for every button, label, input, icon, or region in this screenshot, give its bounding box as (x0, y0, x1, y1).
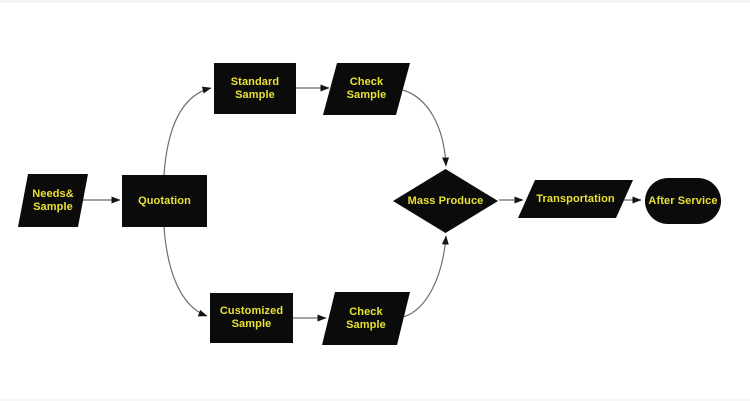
edge-quotation-to-standard (163, 86, 212, 176)
node-standard-sample: Standard Sample (214, 63, 296, 114)
node-label-line: Sample (235, 88, 275, 101)
node-after-service: After Service (645, 178, 721, 224)
edge-quotation-to-customized (163, 226, 208, 317)
edge-check-top-to-mass-produce (402, 89, 450, 167)
edge-check-bottom-to-mass-produce (402, 235, 449, 318)
node-label-line: Check (349, 305, 383, 318)
node-quotation: Quotation (122, 175, 207, 227)
node-label-line: Needs& (32, 187, 74, 200)
node-label: Check Sample (347, 76, 387, 102)
node-label: After Service (648, 194, 718, 207)
node-label: Check Sample (346, 306, 386, 332)
node-needs-sample: Needs& Sample (18, 174, 88, 227)
node-label-line: Sample (231, 318, 272, 330)
node-transportation: Transportation (518, 180, 633, 218)
node-label: Customized Sample (220, 305, 283, 331)
node-label-line: Customized (219, 305, 284, 317)
node-label: Mass Produce (407, 194, 484, 207)
node-label-line: Check (349, 76, 384, 88)
node-label: Standard Sample (231, 76, 279, 102)
node-label-line: Sample (346, 318, 386, 331)
node-label: Transportation (536, 192, 615, 205)
node-check-sample-bottom: Check Sample (322, 292, 410, 345)
node-label: Quotation (138, 194, 191, 207)
node-label-line: Standard (230, 75, 280, 88)
node-customized-sample: Customized Sample (210, 293, 293, 343)
bottom-edge-band (0, 399, 750, 401)
node-check-sample-top: Check Sample (323, 63, 410, 115)
top-edge-band (0, 0, 750, 3)
node-label: Needs& Sample (32, 188, 74, 214)
node-label-line: Sample (33, 200, 73, 213)
node-label-line: Sample (346, 89, 387, 101)
